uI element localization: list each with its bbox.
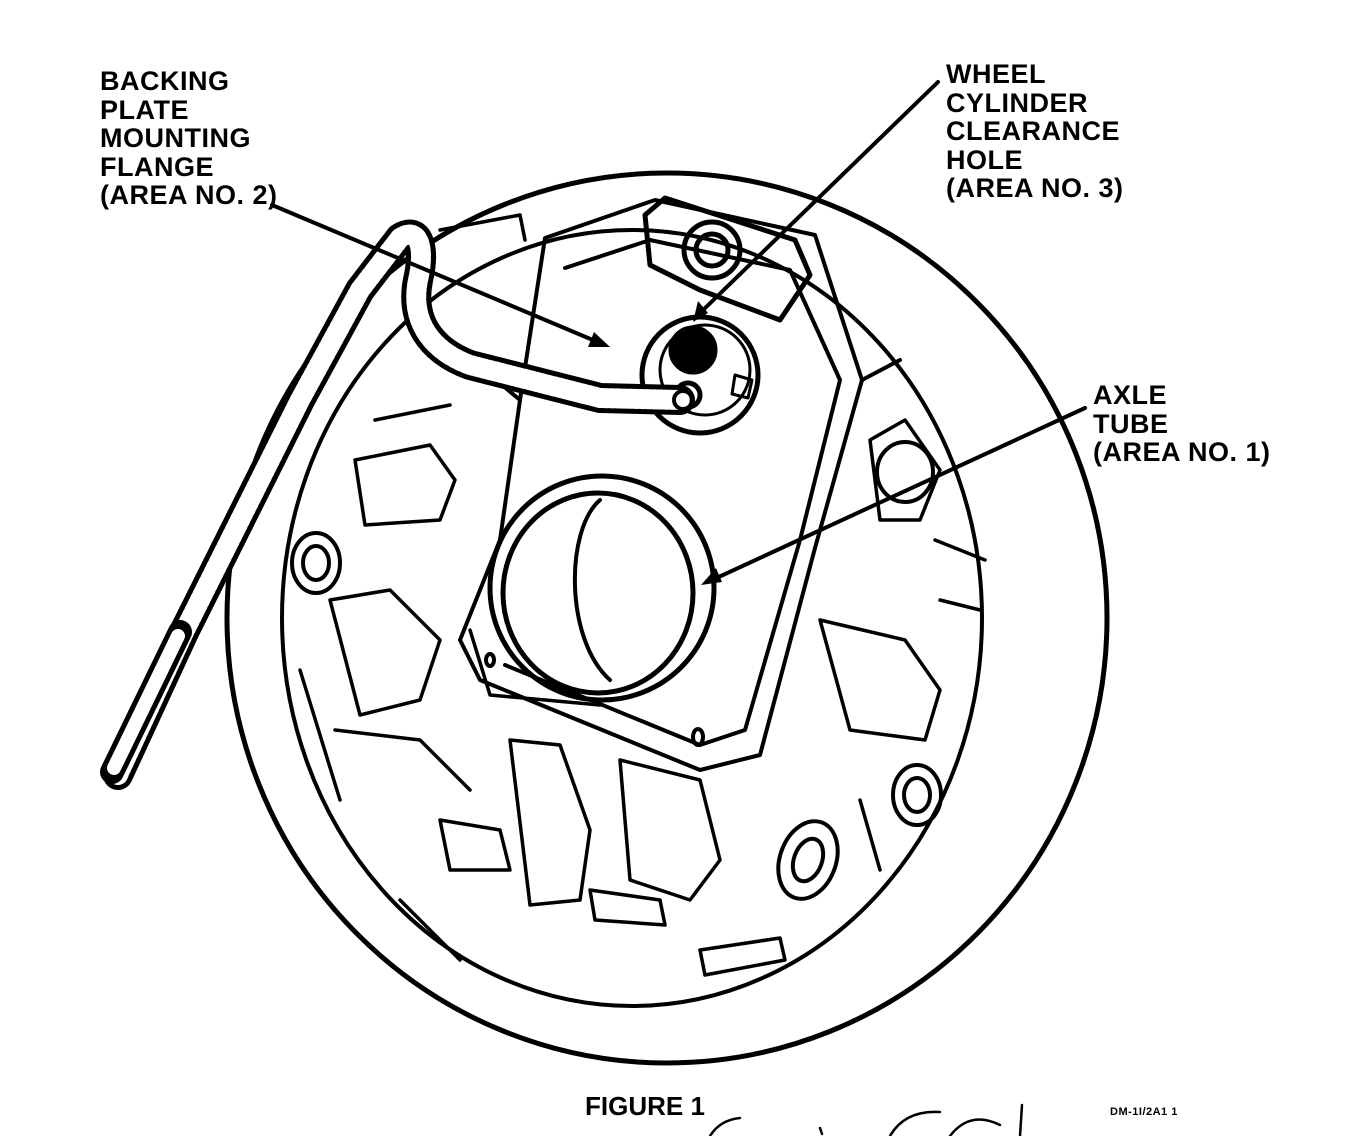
callout-line: CLEARANCE [946, 116, 1121, 146]
bottom-sketch-marks [708, 1103, 1024, 1136]
callout-line: BACKING [100, 66, 230, 96]
bolt-holes [290, 440, 943, 901]
leader-arrowheads [588, 301, 722, 585]
callout-line: HOLE [946, 144, 1024, 175]
plate-ribs [298, 213, 987, 977]
callout-line: MOUNTING [100, 123, 251, 153]
center-plate [458, 198, 902, 772]
callout-line: CYLINDER [946, 87, 1089, 118]
callout-line: PLATE [100, 94, 189, 125]
callout-line: (AREA NO. 2) [100, 180, 278, 210]
axle-tube-callout: AXLE TUBE (AREA NO. 1) [1093, 381, 1271, 467]
backing-plate-rim [224, 170, 1110, 1066]
leader-lines [270, 80, 1087, 583]
drawing-code: DM-1I/2A1 1 [1110, 1106, 1178, 1118]
axle-tube-opening [468, 473, 717, 707]
backing-plate-callout: BACKING PLATE MOUNTING FLANGE (AREA NO. … [100, 67, 278, 210]
brake-line-tool [100, 219, 695, 790]
callout-line: TUBE [1093, 408, 1169, 439]
callout-line: WHEEL [946, 59, 1046, 89]
callout-line: FLANGE [100, 151, 214, 182]
callout-line: (AREA NO. 3) [946, 173, 1124, 203]
figure-caption: FIGURE 1 [585, 1091, 705, 1121]
callout-line: (AREA NO. 1) [1093, 437, 1271, 467]
callout-line: AXLE [1093, 380, 1168, 410]
wheel-cylinder-callout: WHEEL CYLINDER CLEARANCE HOLE (AREA NO. … [946, 60, 1124, 203]
